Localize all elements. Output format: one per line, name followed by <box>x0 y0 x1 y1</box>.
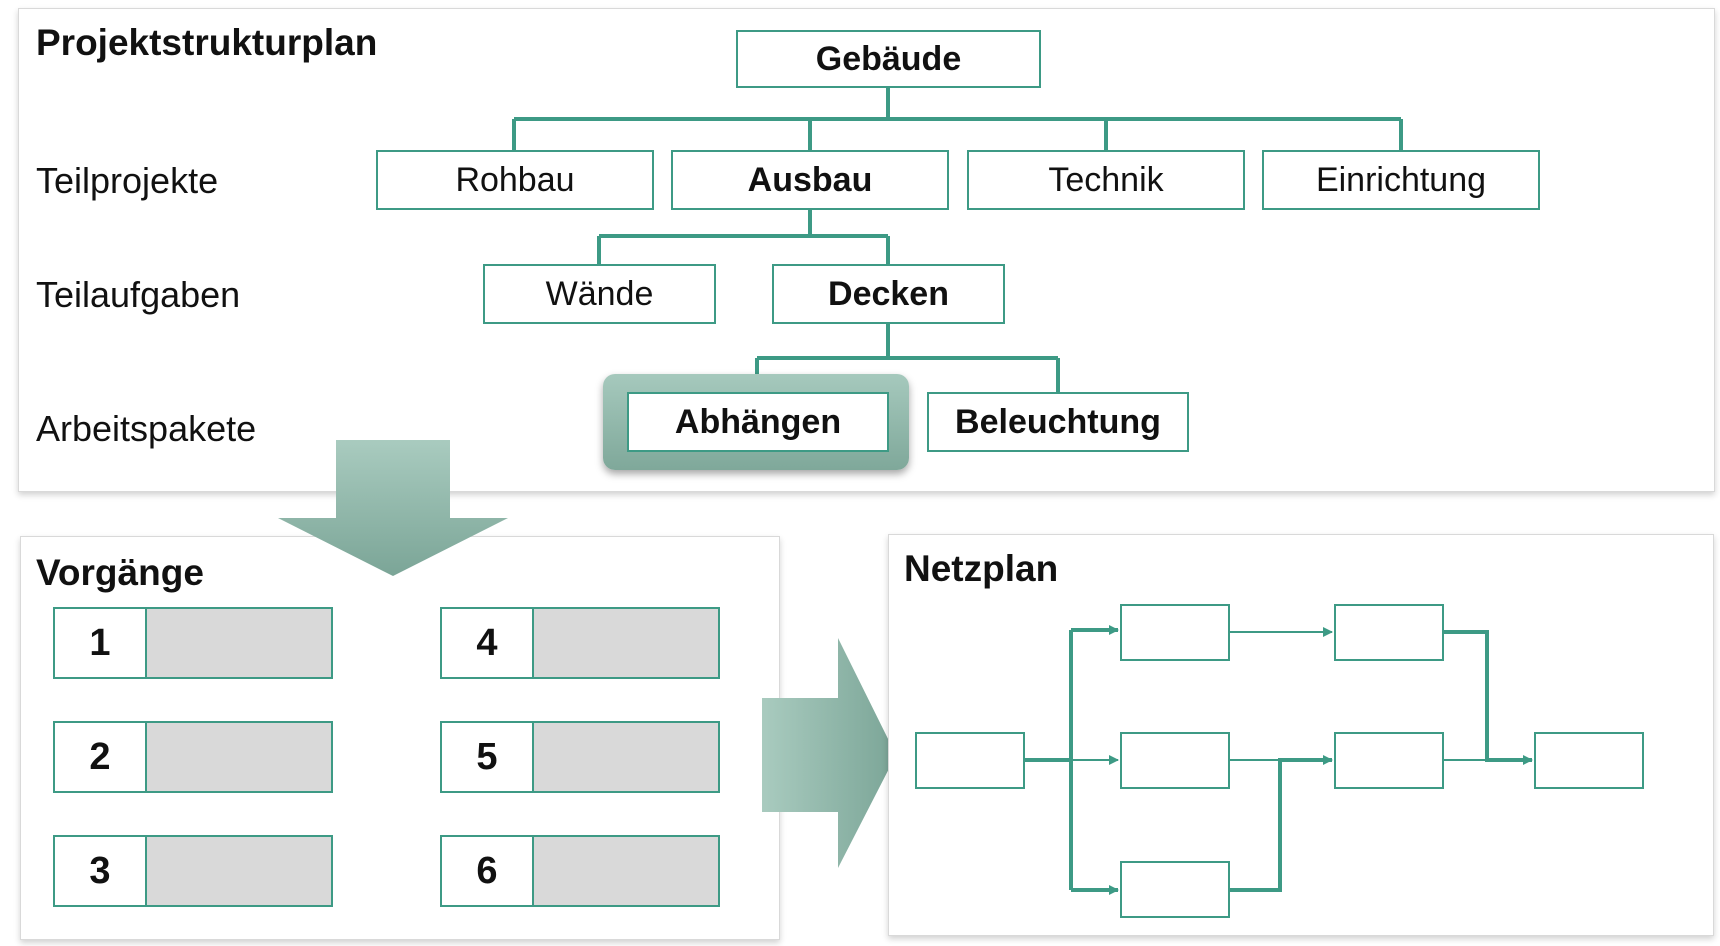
netzplan-node-end <box>1534 732 1644 789</box>
node-teilaufgabe-2: Decken <box>772 264 1005 324</box>
node-arbeitspaket-2: Beleuchtung <box>927 392 1189 452</box>
level-arbeitspakete: Arbeitspakete <box>36 408 257 449</box>
node-arbeitspaket-1: Abhängen <box>627 392 889 452</box>
netzplan-node-a2 <box>1120 732 1230 789</box>
node-teilprojekt-3: Technik <box>967 150 1245 210</box>
vorgang-body <box>147 723 331 791</box>
vorgang-body <box>534 837 718 905</box>
node-teilprojekt-4: Einrichtung <box>1262 150 1540 210</box>
netzplan-node-a3 <box>1120 861 1230 918</box>
netzplan-node-a1 <box>1120 604 1230 661</box>
node-teilprojekt-2: Ausbau <box>671 150 949 210</box>
vorgang-3: 3 <box>53 835 333 907</box>
netzplan-title: Netzplan <box>904 548 1059 589</box>
vorgang-body <box>534 609 718 677</box>
node-root: Gebäude <box>736 30 1041 88</box>
vorgang-body <box>534 723 718 791</box>
netzplan-node-b1 <box>1334 604 1444 661</box>
netzplan-node-start <box>915 732 1025 789</box>
level-teilaufgaben: Teilaufgaben <box>36 274 241 315</box>
vorgang-4: 4 <box>440 607 720 679</box>
vorgang-number: 4 <box>442 609 534 677</box>
node-teilaufgabe-1: Wände <box>483 264 716 324</box>
vorgang-body <box>147 609 331 677</box>
netzplan-node-b2 <box>1334 732 1444 789</box>
vorgang-number: 5 <box>442 723 534 791</box>
vorgang-5: 5 <box>440 721 720 793</box>
vorgang-body <box>147 837 331 905</box>
vorgang-2: 2 <box>53 721 333 793</box>
vorgang-number: 2 <box>55 723 147 791</box>
wbs-title: Projektstrukturplan <box>36 22 378 63</box>
vorgang-number: 6 <box>442 837 534 905</box>
node-teilprojekt-1: Rohbau <box>376 150 654 210</box>
vorgang-number: 1 <box>55 609 147 677</box>
vorgang-number: 3 <box>55 837 147 905</box>
level-teilprojekte: Teilprojekte <box>36 160 219 201</box>
vorgang-1: 1 <box>53 607 333 679</box>
vorgaenge-title: Vorgänge <box>36 552 204 593</box>
vorgang-6: 6 <box>440 835 720 907</box>
